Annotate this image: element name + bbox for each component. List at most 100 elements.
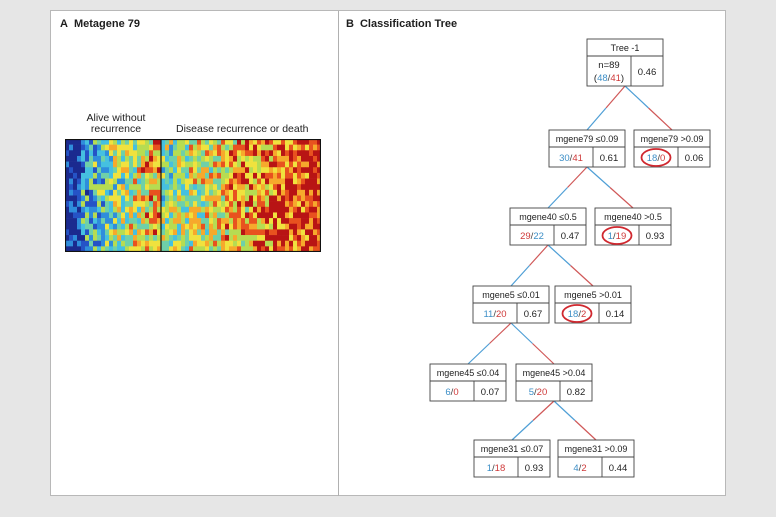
count-first: 5 bbox=[529, 387, 534, 398]
heatmap-cell bbox=[181, 201, 186, 208]
heatmap-cell bbox=[229, 172, 234, 179]
heatmap-cell bbox=[169, 172, 174, 179]
heatmap-cell bbox=[229, 195, 234, 202]
heatmap-cell bbox=[229, 235, 234, 241]
heatmap-cell bbox=[201, 184, 206, 191]
heatmap-cell bbox=[269, 235, 274, 241]
heatmap-cell bbox=[77, 229, 82, 236]
heatmap-cell bbox=[117, 167, 122, 174]
heatmap-cell bbox=[101, 246, 106, 252]
heatmap-cell bbox=[293, 218, 298, 225]
heatmap-cell bbox=[129, 218, 134, 225]
heatmap-cell bbox=[269, 223, 274, 230]
heatmap-cell bbox=[97, 195, 102, 202]
heatmap-cell bbox=[201, 150, 206, 157]
heatmap-cell bbox=[173, 195, 178, 202]
heatmap-cell bbox=[145, 240, 150, 247]
heatmap-cell bbox=[117, 189, 122, 196]
heatmap-cell bbox=[285, 150, 290, 157]
heatmap-cell bbox=[269, 229, 274, 236]
heatmap-cell bbox=[117, 201, 122, 208]
heatmap-cell bbox=[145, 206, 150, 213]
heatmap-cell bbox=[69, 240, 74, 247]
heatmap-cell bbox=[189, 218, 194, 225]
heatmap-cell bbox=[105, 223, 110, 230]
heatmap-cell bbox=[217, 229, 222, 236]
heatmap-cell bbox=[89, 155, 94, 162]
heatmap-cell bbox=[173, 155, 178, 162]
heatmap-cell bbox=[133, 206, 138, 213]
heatmap-cell bbox=[193, 240, 198, 247]
tree-edge-upper bbox=[547, 244, 571, 266]
heatmap-cell bbox=[93, 201, 98, 208]
heatmap-cell bbox=[141, 144, 146, 151]
heatmap-cell bbox=[269, 218, 274, 225]
heatmap-cell bbox=[201, 206, 206, 213]
heatmap-cell bbox=[97, 240, 102, 247]
heatmap-cell bbox=[77, 144, 82, 151]
heatmap-cell bbox=[217, 212, 222, 219]
heatmap-cell bbox=[69, 139, 74, 145]
heatmap-cell bbox=[265, 178, 270, 185]
heatmap-cell bbox=[217, 235, 222, 241]
heatmap-cell bbox=[149, 240, 154, 247]
heatmap-cell bbox=[161, 212, 166, 219]
heatmap-cell bbox=[137, 206, 142, 213]
heatmap-cell bbox=[277, 229, 282, 236]
heatmap-cell bbox=[297, 150, 302, 157]
heatmap-cell bbox=[257, 178, 262, 185]
heatmap-cell bbox=[65, 161, 70, 168]
heatmap-cell bbox=[273, 212, 278, 219]
heatmap-cell bbox=[289, 223, 294, 230]
heatmap-cell bbox=[209, 184, 214, 191]
heatmap-cell bbox=[205, 218, 210, 225]
heatmap-cell bbox=[225, 246, 230, 252]
heatmap-cell bbox=[293, 246, 298, 252]
heatmap-cell bbox=[193, 172, 198, 179]
heatmap-cell bbox=[221, 167, 226, 174]
heatmap-cell bbox=[81, 212, 86, 219]
heatmap-cell bbox=[185, 212, 190, 219]
heatmap-cell bbox=[221, 150, 226, 157]
heatmap-cell bbox=[93, 212, 98, 219]
heatmap-cell bbox=[217, 201, 222, 208]
heatmap-cell bbox=[101, 139, 106, 145]
heatmap-cell bbox=[265, 189, 270, 196]
heatmap-cell bbox=[249, 144, 254, 151]
heatmap-cell bbox=[81, 161, 86, 168]
tree-edge-lower bbox=[532, 343, 555, 365]
heatmap-cell bbox=[261, 235, 266, 241]
heatmap-cell bbox=[201, 178, 206, 185]
node-box bbox=[473, 439, 551, 478]
heatmap-cell bbox=[181, 167, 186, 174]
node-split-label: mgene79 ≤0.09 bbox=[556, 134, 619, 144]
heatmap-cell bbox=[249, 246, 254, 252]
heatmap-cell bbox=[197, 235, 202, 241]
heatmap-cell bbox=[149, 139, 154, 145]
heatmap-cell bbox=[205, 172, 210, 179]
heatmap-cell bbox=[145, 235, 150, 241]
heatmap-cell bbox=[189, 229, 194, 236]
heatmap-cell bbox=[225, 223, 230, 230]
heatmap-cell bbox=[85, 201, 90, 208]
heatmap-cell bbox=[169, 201, 174, 208]
heatmap-cell bbox=[77, 201, 82, 208]
heatmap-cell bbox=[297, 184, 302, 191]
heatmap-cell bbox=[189, 167, 194, 174]
heatmap-cell bbox=[105, 246, 110, 252]
heatmap-cell bbox=[213, 223, 218, 230]
heatmap-cell bbox=[69, 246, 74, 252]
heatmap-cell bbox=[133, 139, 138, 145]
count-slash: / bbox=[492, 463, 495, 474]
heatmap-cell bbox=[277, 195, 282, 202]
heatmap-cell bbox=[69, 172, 74, 179]
heatmap-cell bbox=[317, 246, 321, 252]
heatmap-cell bbox=[305, 184, 310, 191]
heatmap-cell bbox=[241, 172, 246, 179]
heatmap-cell bbox=[133, 184, 138, 191]
heatmap-cell bbox=[289, 195, 294, 202]
heatmap-cell bbox=[161, 218, 166, 225]
heatmap-cell bbox=[89, 223, 94, 230]
heatmap-cell bbox=[269, 184, 274, 191]
